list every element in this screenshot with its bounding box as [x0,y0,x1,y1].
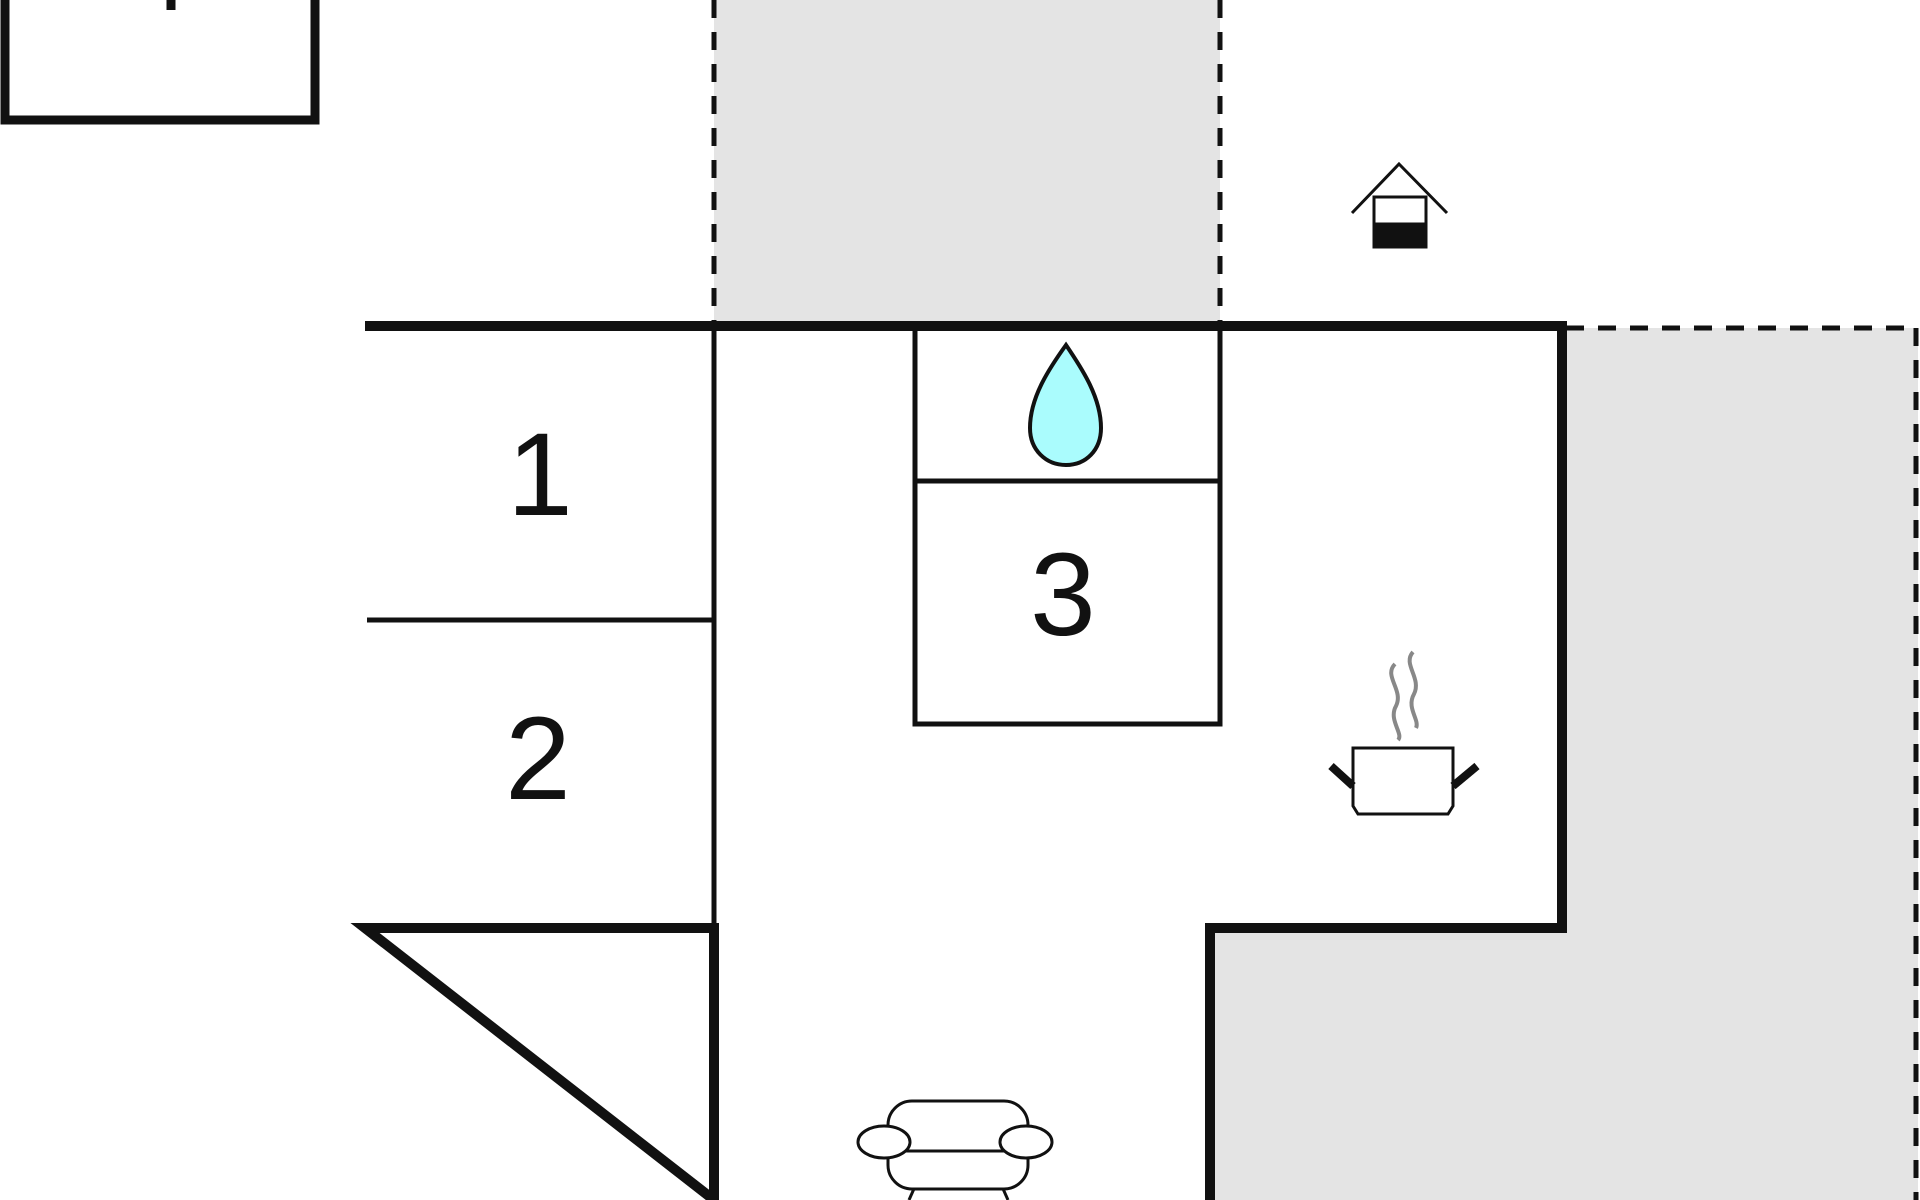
pot-steam-right [1407,650,1419,729]
interior-walls [367,323,1223,928]
terrace-areas [714,0,1918,1200]
room-labels: 1 2 3 [505,409,1096,825]
well-icon [1350,161,1449,249]
room-3-label: 3 [1030,529,1096,661]
sofa-icon [856,1099,1054,1200]
well-base [1372,222,1428,249]
terrace-borders [711,0,1919,1200]
room-1-label: 1 [507,409,573,541]
shower-drop-icon [1027,341,1104,468]
pot-body [1351,746,1455,816]
terrace-top [714,0,1220,330]
pot-handle-left [1328,763,1356,789]
well-roof [1350,161,1449,215]
outbuilding-wall [0,0,320,125]
bathroom-room-3-block [912,323,1223,727]
outbuilding [0,0,320,125]
cooking-pot-icon [1328,650,1480,816]
sofa-armrest-left [856,1124,912,1160]
pot-steam-left [1389,662,1402,742]
sofa-armrest-right [998,1124,1054,1160]
pot-handle-right [1450,762,1480,790]
room-2-label: 2 [505,693,571,825]
